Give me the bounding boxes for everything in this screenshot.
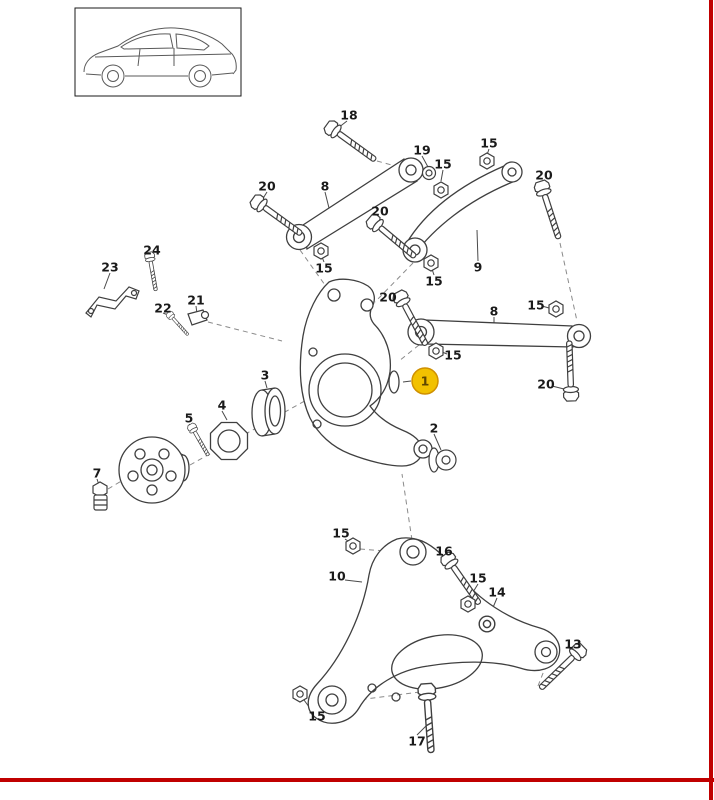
part-label-2[interactable]: 2 xyxy=(430,421,439,436)
nut-15-b xyxy=(479,152,495,170)
part-label-4[interactable]: 4 xyxy=(218,398,227,413)
part-label-22[interactable]: 22 xyxy=(154,301,171,316)
part-label-15[interactable]: 15 xyxy=(444,348,461,363)
part-label-20[interactable]: 20 xyxy=(379,290,397,305)
part-labels-layer: 18 19 15 15 20 8 20 20 9 15 15 24 23 22 21 20 8 15 15 1 20 3 4… xyxy=(93,108,582,749)
stabilizer-bracket xyxy=(85,286,140,318)
part-label-8[interactable]: 8 xyxy=(321,179,330,194)
bolt-20-e xyxy=(561,340,580,402)
nut-15-c xyxy=(313,242,329,260)
part-label-20[interactable]: 20 xyxy=(537,377,555,392)
bolt-20-a xyxy=(247,192,307,241)
part-label-16[interactable]: 16 xyxy=(435,544,453,559)
part-label-23[interactable]: 23 xyxy=(101,260,118,275)
part-label-15[interactable]: 15 xyxy=(527,298,544,313)
bushing xyxy=(428,447,457,473)
part-label-19[interactable]: 19 xyxy=(413,143,430,158)
part-label-18[interactable]: 18 xyxy=(340,108,357,123)
part-label-15[interactable]: 15 xyxy=(308,709,325,724)
vehicle-side-view-sketch xyxy=(83,27,237,88)
part-label-20[interactable]: 20 xyxy=(371,204,389,219)
part-label-1-highlighted[interactable]: 1 xyxy=(421,374,430,389)
page-border-right xyxy=(709,0,713,800)
nut-15-h xyxy=(460,595,476,613)
part-label-17[interactable]: 17 xyxy=(408,734,425,749)
part-label-15[interactable]: 15 xyxy=(332,526,349,541)
part-label-7[interactable]: 7 xyxy=(93,466,102,481)
retaining-plate xyxy=(209,421,249,461)
nut-15-i xyxy=(292,685,308,703)
part-label-5[interactable]: 5 xyxy=(185,411,194,426)
bolt-5 xyxy=(186,421,213,459)
upper-arm-curved xyxy=(402,161,523,263)
upper-link-rear xyxy=(407,318,592,349)
highlighted-part-marker[interactable] xyxy=(411,367,439,395)
grommet-plug xyxy=(92,481,108,511)
page-border-bottom xyxy=(0,778,714,782)
part-label-8[interactable]: 8 xyxy=(490,304,499,319)
wheel-hub xyxy=(118,436,190,504)
bolt-18 xyxy=(321,118,381,167)
wheel-bearing xyxy=(251,387,286,437)
upper-link-front xyxy=(285,157,424,251)
part-label-15[interactable]: 15 xyxy=(425,274,442,289)
part-label-15[interactable]: 15 xyxy=(469,571,486,586)
part-label-14[interactable]: 14 xyxy=(488,585,506,600)
nut-15-f xyxy=(428,342,444,360)
wheel-carrier-knuckle xyxy=(299,278,433,467)
part-label-21[interactable]: 21 xyxy=(187,293,204,308)
part-label-15[interactable]: 15 xyxy=(480,136,497,151)
part-label-10[interactable]: 10 xyxy=(328,569,346,584)
part-label-20[interactable]: 20 xyxy=(258,179,276,194)
nut-15-d xyxy=(423,254,439,272)
part-label-13[interactable]: 13 xyxy=(564,637,581,652)
washer-14 xyxy=(478,615,496,633)
part-label-3[interactable]: 3 xyxy=(261,368,270,383)
part-label-9[interactable]: 9 xyxy=(474,260,483,275)
vehicle-thumbnail[interactable] xyxy=(74,7,242,97)
bolt-20-c xyxy=(532,178,567,242)
part-label-24[interactable]: 24 xyxy=(143,243,161,258)
part-label-15[interactable]: 15 xyxy=(315,261,332,276)
part-label-15[interactable]: 15 xyxy=(434,157,451,172)
nut-15-e xyxy=(548,300,564,318)
part-label-20[interactable]: 20 xyxy=(535,168,553,183)
lower-control-arm xyxy=(307,537,561,724)
sensor-bracket xyxy=(187,309,210,326)
nut-15-a xyxy=(433,181,449,199)
